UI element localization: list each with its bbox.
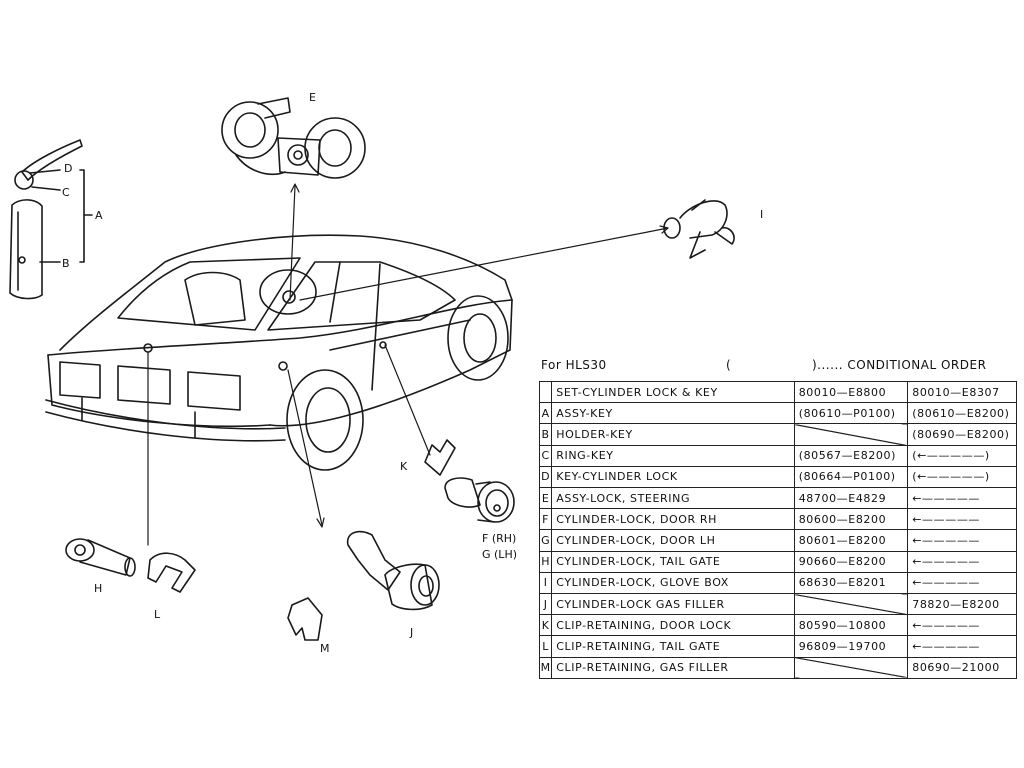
part-number-1 xyxy=(793,656,909,680)
callout-l: L xyxy=(154,608,161,621)
part-number-2: ←————— xyxy=(907,529,1017,552)
part-name: ASSY-LOCK, STEERING xyxy=(551,487,795,510)
leader-lines xyxy=(147,183,669,546)
part-number-1: 96809—19700 xyxy=(793,635,909,658)
part-name: CYLINDER-LOCK, DOOR RH xyxy=(551,508,795,531)
part-number-1: 68630—E8201 xyxy=(793,571,909,595)
row-key: F xyxy=(538,508,553,531)
glove-box-lock-illustration xyxy=(663,199,735,259)
part-name: KEY-CYLINDER LOCK xyxy=(551,465,795,489)
row-key: D xyxy=(538,465,553,489)
part-name: CYLINDER-LOCK, TAIL GATE xyxy=(551,550,795,573)
steering-lock-illustration xyxy=(221,97,366,179)
tail-gate-lock-illustration xyxy=(65,538,196,593)
callout-g: G (LH) xyxy=(482,548,517,561)
part-number-1: (80567—E8200) xyxy=(793,444,909,467)
part-name: RING-KEY xyxy=(551,444,795,467)
part-number-1: 80601—E8200 xyxy=(793,529,909,552)
part-number-1: (80664—P0100) xyxy=(793,465,909,489)
callout-i: I xyxy=(760,208,763,221)
part-number-1 xyxy=(793,593,909,616)
part-number-2: (←—————) xyxy=(907,444,1017,467)
row-key xyxy=(538,380,553,404)
part-name: ASSY-KEY xyxy=(551,402,795,425)
callout-a: A xyxy=(95,209,103,222)
part-name: HOLDER-KEY xyxy=(551,423,795,446)
callout-d: D xyxy=(64,162,72,175)
gas-filler-lock-illustration xyxy=(287,530,440,641)
part-number-1: 80590—10800 xyxy=(793,614,909,637)
part-number-1: 48700—E4829 xyxy=(793,487,909,510)
part-name: CLIP-RETAINING, TAIL GATE xyxy=(551,635,795,658)
part-name: SET-CYLINDER LOCK & KEY xyxy=(551,380,795,404)
door-lock-illustration xyxy=(424,439,515,523)
callout-k: K xyxy=(400,460,408,473)
callout-m: M xyxy=(320,642,330,655)
callout-b: B xyxy=(62,257,70,270)
part-number-2: 80690—21000 xyxy=(907,656,1017,680)
part-name: CLIP-RETAINING, GAS FILLER xyxy=(551,656,795,680)
paren-open: ( xyxy=(726,358,732,372)
part-number-1: 80600—E8200 xyxy=(793,508,909,531)
row-key: K xyxy=(538,614,553,637)
row-key: M xyxy=(538,656,553,680)
part-name: CYLINDER-LOCK GAS FILLER xyxy=(551,593,795,616)
part-name: CYLINDER-LOCK, GLOVE BOX xyxy=(551,571,795,595)
row-key: A xyxy=(538,402,553,425)
part-number-2: (80610—E8200) xyxy=(907,402,1017,425)
callout-c: C xyxy=(62,186,70,199)
part-number-2: 78820—E8200 xyxy=(907,593,1017,616)
part-number-2: ←————— xyxy=(907,487,1017,510)
row-key: C xyxy=(538,444,553,467)
callout-h: H xyxy=(94,582,102,595)
part-number-2: (←—————) xyxy=(907,465,1017,489)
part-number-1 xyxy=(793,423,909,446)
part-number-2: ←————— xyxy=(907,614,1017,637)
key-assembly-illustration xyxy=(9,139,93,300)
row-key: B xyxy=(538,423,553,446)
car-illustration xyxy=(45,234,513,471)
callout-e: E xyxy=(309,91,316,104)
model-label: For HLS30 xyxy=(541,358,607,372)
part-number-2: (80690—E8200) xyxy=(907,423,1017,446)
row-key: I xyxy=(538,571,553,595)
part-number-2: 80010—E8307 xyxy=(907,380,1017,404)
part-number-2: ←————— xyxy=(907,571,1017,595)
part-number-2: ←————— xyxy=(907,508,1017,531)
row-key: H xyxy=(538,550,553,573)
row-key: J xyxy=(538,593,553,616)
part-name: CLIP-RETAINING, DOOR LOCK xyxy=(551,614,795,637)
callout-j: J xyxy=(409,626,413,639)
row-key: G xyxy=(538,529,553,552)
part-number-1: 90660—E8200 xyxy=(793,550,909,573)
row-key: L xyxy=(538,635,553,658)
part-number-1: 80010—E8800 xyxy=(793,380,909,404)
row-key: E xyxy=(538,487,553,510)
part-number-1: (80610—P0100) xyxy=(793,402,909,425)
part-number-2: ←————— xyxy=(907,550,1017,573)
part-number-2: ←————— xyxy=(907,635,1017,658)
part-name: CYLINDER-LOCK, DOOR LH xyxy=(551,529,795,552)
conditional-order-note: )...... CONDITIONAL ORDER xyxy=(812,358,987,372)
callout-f: F (RH) xyxy=(482,532,516,545)
